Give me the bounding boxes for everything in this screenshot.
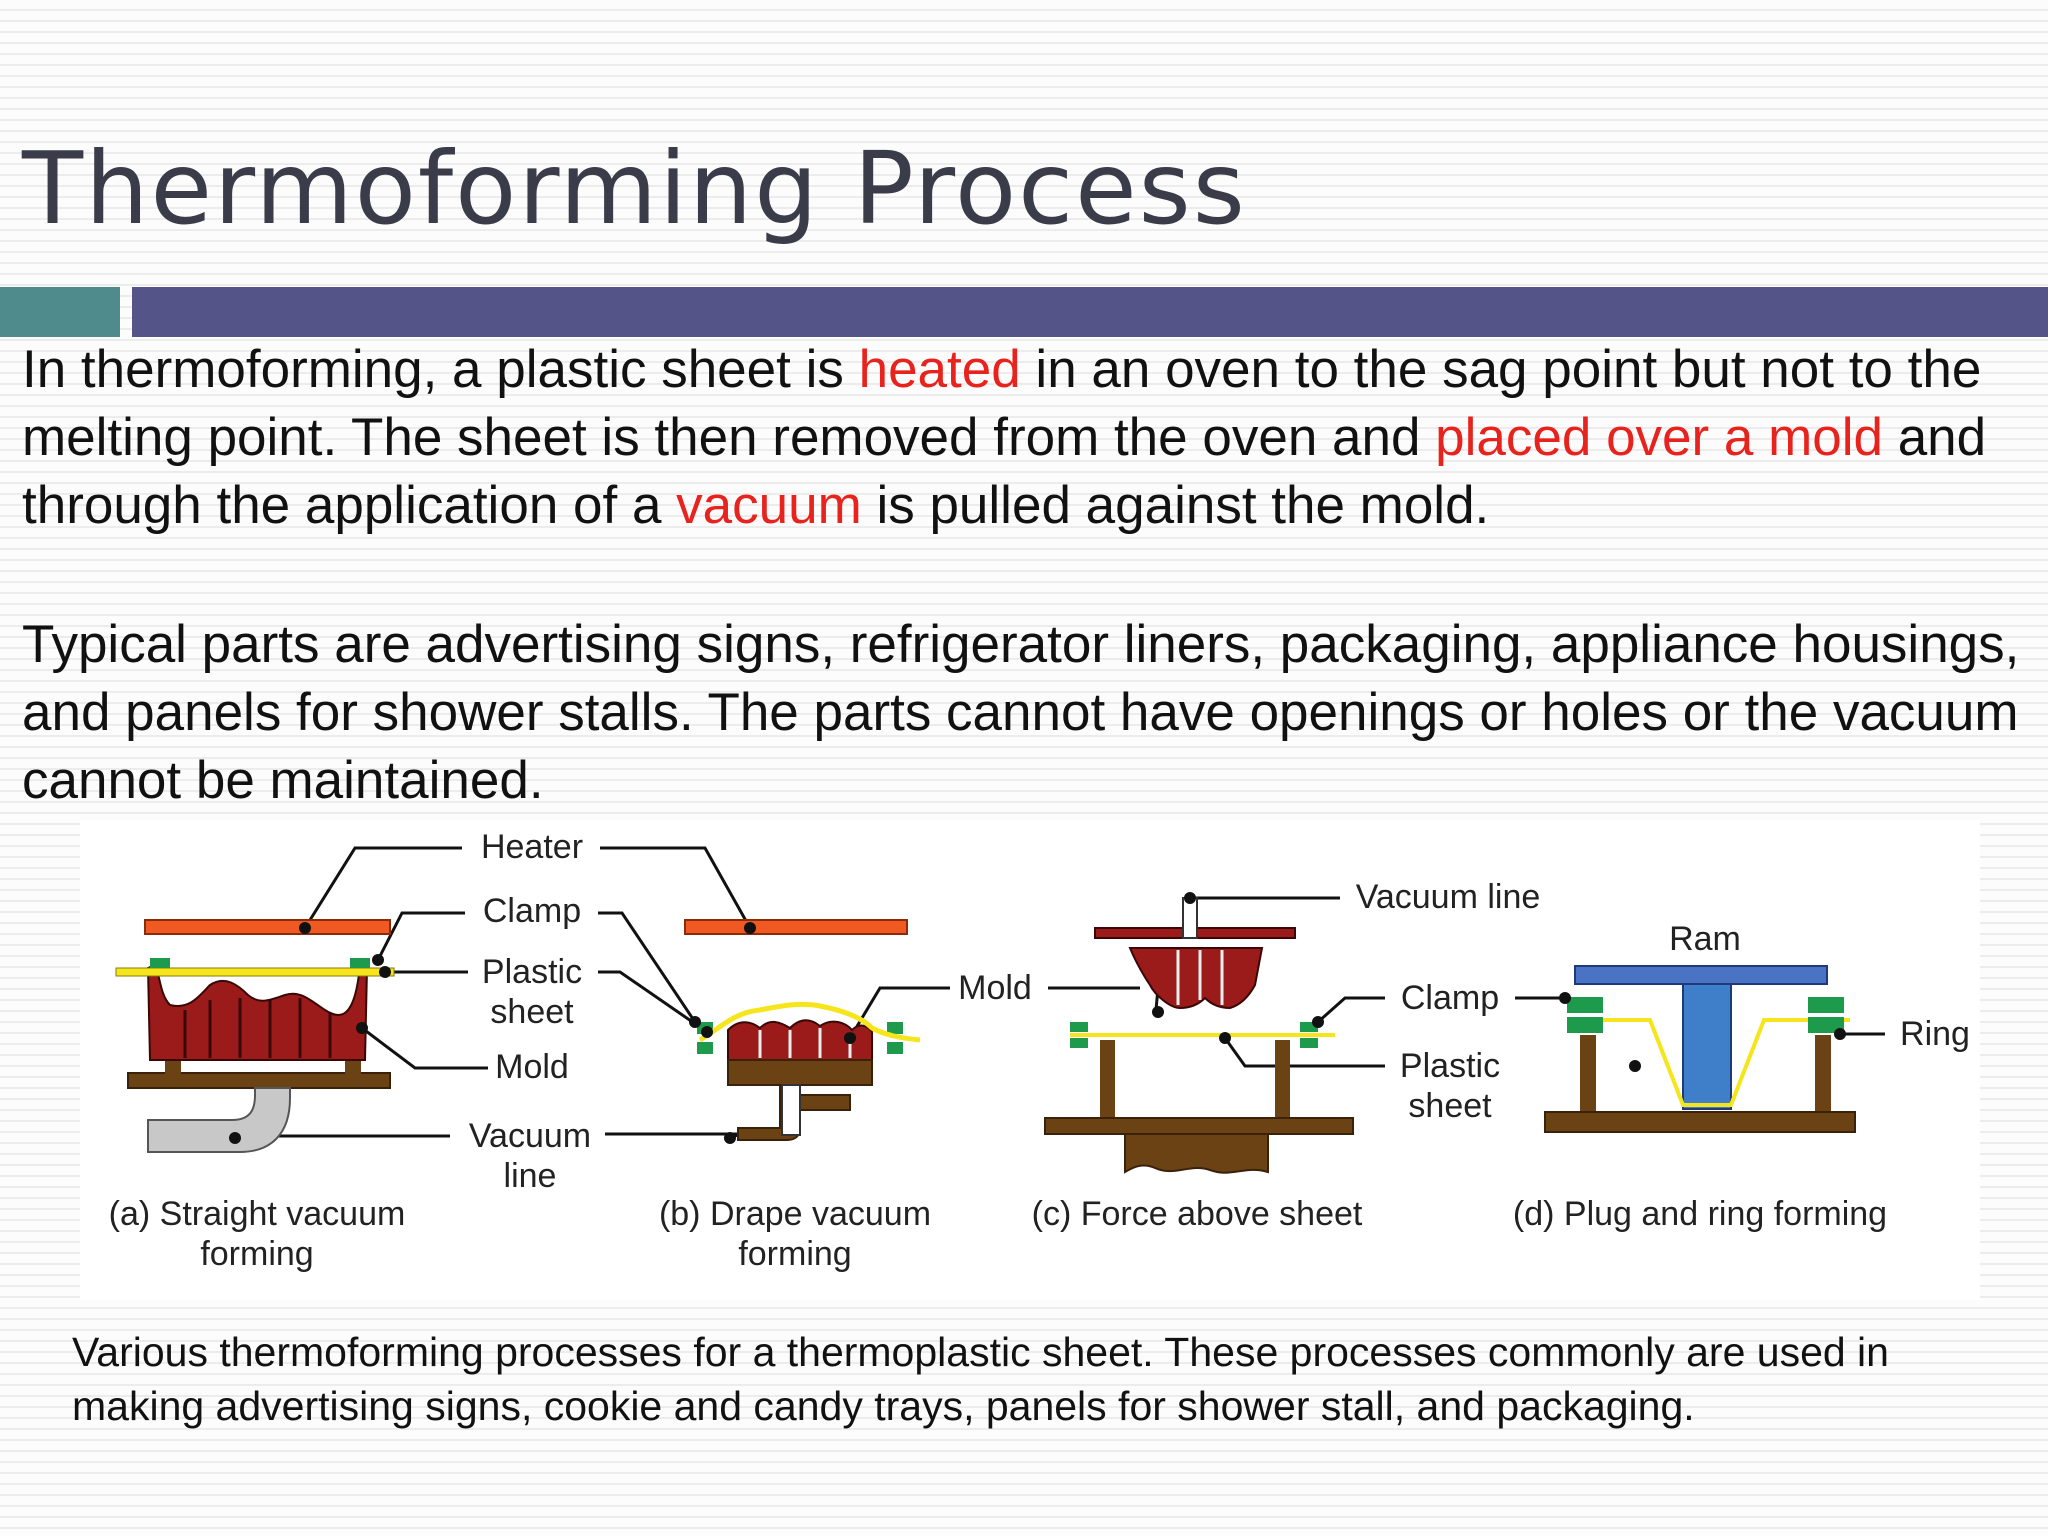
highlight-heated: heated xyxy=(858,340,1021,399)
clamp-c-right1 xyxy=(1300,1022,1318,1032)
figure-labels: Heater Clamp Plastic sheet Mold Vacuum l… xyxy=(109,828,1970,1273)
heater-a xyxy=(144,919,391,935)
slide-title: Thermoforming Process xyxy=(22,130,1247,247)
ram-top xyxy=(1574,965,1828,985)
clamp-c-left2 xyxy=(1070,1038,1088,1048)
label-plastic-c-2: sheet xyxy=(1408,1087,1492,1125)
intro-text-1: In thermoforming, a plastic sheet is xyxy=(22,340,859,399)
mold-a xyxy=(146,963,369,1061)
sheet-b xyxy=(698,1001,921,1043)
ring-right-low xyxy=(1808,1017,1844,1033)
label-vacuum-a-1: Vacuum xyxy=(469,1117,591,1155)
caption-a-1: (a) Straight vacuum xyxy=(109,1195,406,1233)
vacuum-pipe-b xyxy=(781,1084,801,1136)
panel-c-force-above xyxy=(1044,897,1354,1174)
frame-base-a xyxy=(127,1072,391,1089)
clamp-a-left xyxy=(150,958,170,968)
label-heater: Heater xyxy=(481,828,583,866)
label-plastic-a-1: Plastic xyxy=(482,953,582,991)
clamp-c-right2 xyxy=(1300,1038,1318,1048)
panel-a-straight-vacuum xyxy=(115,919,395,1153)
ring-right xyxy=(1808,997,1844,1013)
highlight-vacuum: vacuum xyxy=(676,476,862,535)
leg-d-left xyxy=(1580,1035,1596,1115)
frame-leg-a2 xyxy=(345,1058,361,1074)
label-mold-a: Mold xyxy=(495,1048,569,1086)
leg-d-right xyxy=(1815,1035,1831,1115)
label-ram: Ram xyxy=(1669,920,1741,958)
vacuum-pipe-a xyxy=(147,1087,291,1153)
clamp-b-r1 xyxy=(887,1022,903,1034)
label-vacuum-line-c: Vacuum line xyxy=(1356,878,1541,916)
heater-b xyxy=(684,919,908,935)
mold-a-channels xyxy=(183,998,332,1058)
intro-text-3: and through the application of a xyxy=(22,408,1987,535)
base-d xyxy=(1544,1111,1856,1133)
intro-text-2: in an oven to the sag point but not to t… xyxy=(22,340,1982,467)
label-clamp-c: Clamp xyxy=(1401,979,1499,1017)
panel-d-plug-and-ring xyxy=(1544,965,1856,1133)
intro-text-4: is pulled against the mold. xyxy=(861,476,1490,535)
label-plastic-c-1: Plastic xyxy=(1400,1047,1500,1085)
caption-b-1: (b) Drape vacuum xyxy=(659,1195,931,1233)
clamp-c-left1 xyxy=(1070,1022,1088,1032)
parts-paragraph: Typical parts are advertising signs, ref… xyxy=(22,615,2020,810)
base-c xyxy=(1044,1117,1354,1135)
sheet-d xyxy=(1570,1018,1850,1107)
mold-b xyxy=(727,1019,873,1061)
accent-bar-teal xyxy=(0,287,120,337)
ring-left xyxy=(1567,997,1603,1013)
intro-paragraph: In thermoforming, a plastic sheet is hea… xyxy=(22,336,2042,540)
accent-bar-purple xyxy=(132,287,2048,337)
label-plastic-a-2: sheet xyxy=(490,993,574,1031)
label-clamp-a: Clamp xyxy=(483,892,581,930)
leg-c-right xyxy=(1275,1040,1290,1120)
label-mold-b: Mold xyxy=(958,969,1032,1007)
mold-c xyxy=(1128,947,1264,1010)
label-vacuum-a-2: line xyxy=(504,1157,557,1195)
leg-c-left xyxy=(1100,1040,1115,1120)
frame-leg-a1 xyxy=(165,1058,181,1074)
sheet-a xyxy=(115,967,395,977)
mold-c-channels xyxy=(1176,950,1224,1005)
caption-b-2: forming xyxy=(738,1235,851,1273)
caption-c: (c) Force above sheet xyxy=(1032,1195,1363,1233)
highlight-placed-over-mold: placed over a mold xyxy=(1435,408,1883,467)
label-ring: Ring xyxy=(1900,1015,1970,1053)
base-block-c xyxy=(1124,1133,1269,1174)
ring-left-low xyxy=(1567,1017,1603,1033)
caption-d: (d) Plug and ring forming xyxy=(1513,1195,1887,1233)
figure-caption: Various thermoforming processes for a th… xyxy=(72,1329,1889,1429)
ram-plug xyxy=(1682,983,1732,1110)
panel-b-drape-vacuum xyxy=(684,919,921,1141)
clamp-b-l2 xyxy=(697,1042,713,1054)
clamp-b-r2 xyxy=(887,1042,903,1054)
clamp-a-right xyxy=(350,958,370,968)
leader-dots xyxy=(229,892,1846,1144)
figure-background xyxy=(80,820,1980,1300)
caption-a-2: forming xyxy=(200,1235,313,1273)
